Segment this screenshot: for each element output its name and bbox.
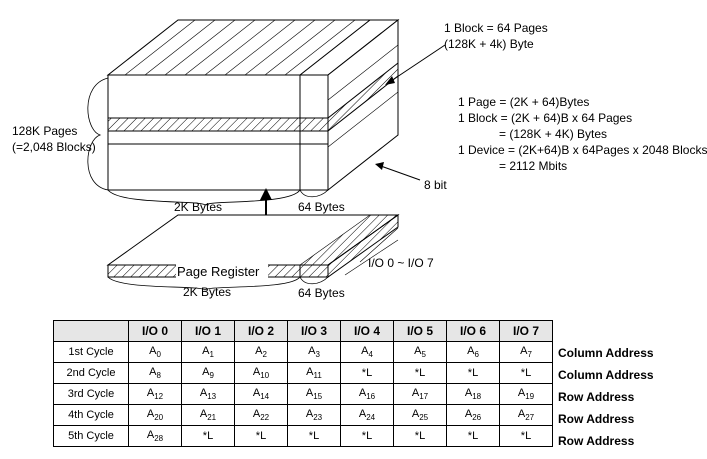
nand-array-diagram — [87, 18, 446, 291]
array-front-face — [107, 74, 329, 191]
equation-page: 1 Page = (2K + 64)Bytes — [458, 95, 590, 109]
address-type-label: Row Address — [558, 412, 635, 426]
address-type-label: Row Address — [558, 434, 635, 448]
address-cell: *L — [446, 362, 500, 384]
block-label-line1: 1 Block = 64 Pages — [444, 21, 548, 35]
address-type-label: Column Address — [558, 368, 654, 382]
equation-block: 1 Block = (2K + 64)B x 64 Pages — [458, 111, 633, 125]
address-cell: A7 — [499, 341, 553, 363]
address-cell: *L — [499, 425, 553, 447]
pages-label-line2: (=2,048 Blocks) — [12, 140, 96, 154]
address-cell: A24 — [340, 404, 394, 426]
block-slice — [327, 44, 399, 148]
bytes-2k-lower-label: 2K Bytes — [183, 285, 232, 299]
table-header-row: I/O 0 I/O 1 I/O 2 I/O 3 I/O 4 I/O 5 I/O … — [53, 320, 553, 342]
address-cell: *L — [393, 425, 447, 447]
address-cell: A5 — [393, 341, 447, 363]
header-io0: I/O 0 — [128, 320, 182, 342]
address-cell: A12 — [128, 383, 182, 405]
bytes-64-brace — [299, 189, 329, 198]
address-cell: A20 — [128, 404, 182, 426]
register-2k-brace — [107, 276, 301, 291]
pages-label-line1: 128K Pages — [12, 124, 78, 138]
address-cell: A22 — [234, 404, 288, 426]
block-label-line2: (128K + 4k) Byte — [444, 37, 534, 51]
io-label: I/O 0 ~ I/O 7 — [368, 256, 434, 270]
header-io3: I/O 3 — [287, 320, 341, 342]
cycle-label: 4th Cycle — [53, 404, 129, 426]
page-strip — [107, 117, 329, 132]
address-cell: *L — [287, 425, 341, 447]
address-cell: A16 — [340, 383, 394, 405]
address-cell: A28 — [128, 425, 182, 447]
address-cell: A13 — [181, 383, 235, 405]
address-cell: A26 — [446, 404, 500, 426]
address-cell: A27 — [499, 404, 553, 426]
address-cell: A23 — [287, 404, 341, 426]
page-register-label: Page Register — [177, 264, 260, 279]
equation-block-total: = (128K + 4K) Bytes — [499, 127, 608, 141]
header-io4: I/O 4 — [340, 320, 394, 342]
address-cycle-table: I/O 0 I/O 1 I/O 2 I/O 3 I/O 4 I/O 5 I/O … — [53, 320, 553, 447]
bytes-2k-label: 2K Bytes — [174, 200, 223, 214]
address-cell: A14 — [234, 383, 288, 405]
cycle-label: 5th Cycle — [53, 425, 129, 447]
address-cell: A19 — [499, 383, 553, 405]
header-io2: I/O 2 — [234, 320, 288, 342]
address-cell: A3 — [287, 341, 341, 363]
address-cell: *L — [181, 425, 235, 447]
address-cell: A10 — [234, 362, 288, 384]
cycle-label: 2nd Cycle — [53, 362, 129, 384]
equation-device: 1 Device = (2K+64)B x 64Pages x 2048 Blo… — [458, 143, 707, 157]
equation-device-total: = 2112 Mbits — [499, 159, 568, 173]
address-cell: A2 — [234, 341, 288, 363]
header-io1: I/O 1 — [181, 320, 235, 342]
address-type-label: Column Address — [558, 346, 654, 360]
address-cell: A18 — [446, 383, 500, 405]
address-cell: *L — [393, 362, 447, 384]
address-cell: *L — [499, 362, 553, 384]
address-cell: *L — [340, 362, 394, 384]
header-io5: I/O 5 — [393, 320, 447, 342]
address-cell: A8 — [128, 362, 182, 384]
bytes-64-label: 64 Bytes — [298, 200, 345, 214]
address-cell: A1 — [181, 341, 235, 363]
bytes-64-lower-label: 64 Bytes — [298, 286, 345, 300]
register-64-brace — [299, 276, 329, 285]
address-cell: A0 — [128, 341, 182, 363]
pages-brace — [87, 77, 109, 191]
header-io7: I/O 7 — [499, 320, 553, 342]
address-cell: A11 — [287, 362, 341, 384]
cycle-label: 3rd Cycle — [53, 383, 129, 405]
bytes-2k-brace — [107, 189, 301, 206]
address-cell: A15 — [287, 383, 341, 405]
address-cell: *L — [446, 425, 500, 447]
address-cell: A17 — [393, 383, 447, 405]
address-cell: A25 — [393, 404, 447, 426]
cycle-label: 1st Cycle — [53, 341, 129, 363]
address-cell: A6 — [446, 341, 500, 363]
table-corner — [53, 320, 129, 342]
address-cell: *L — [234, 425, 288, 447]
address-cell: A9 — [181, 362, 235, 384]
address-cell: *L — [340, 425, 394, 447]
address-cell: A4 — [340, 341, 394, 363]
address-type-label: Row Address — [558, 390, 635, 404]
bit-label: 8 bit — [424, 178, 447, 192]
header-io6: I/O 6 — [446, 320, 500, 342]
address-cell: A21 — [181, 404, 235, 426]
